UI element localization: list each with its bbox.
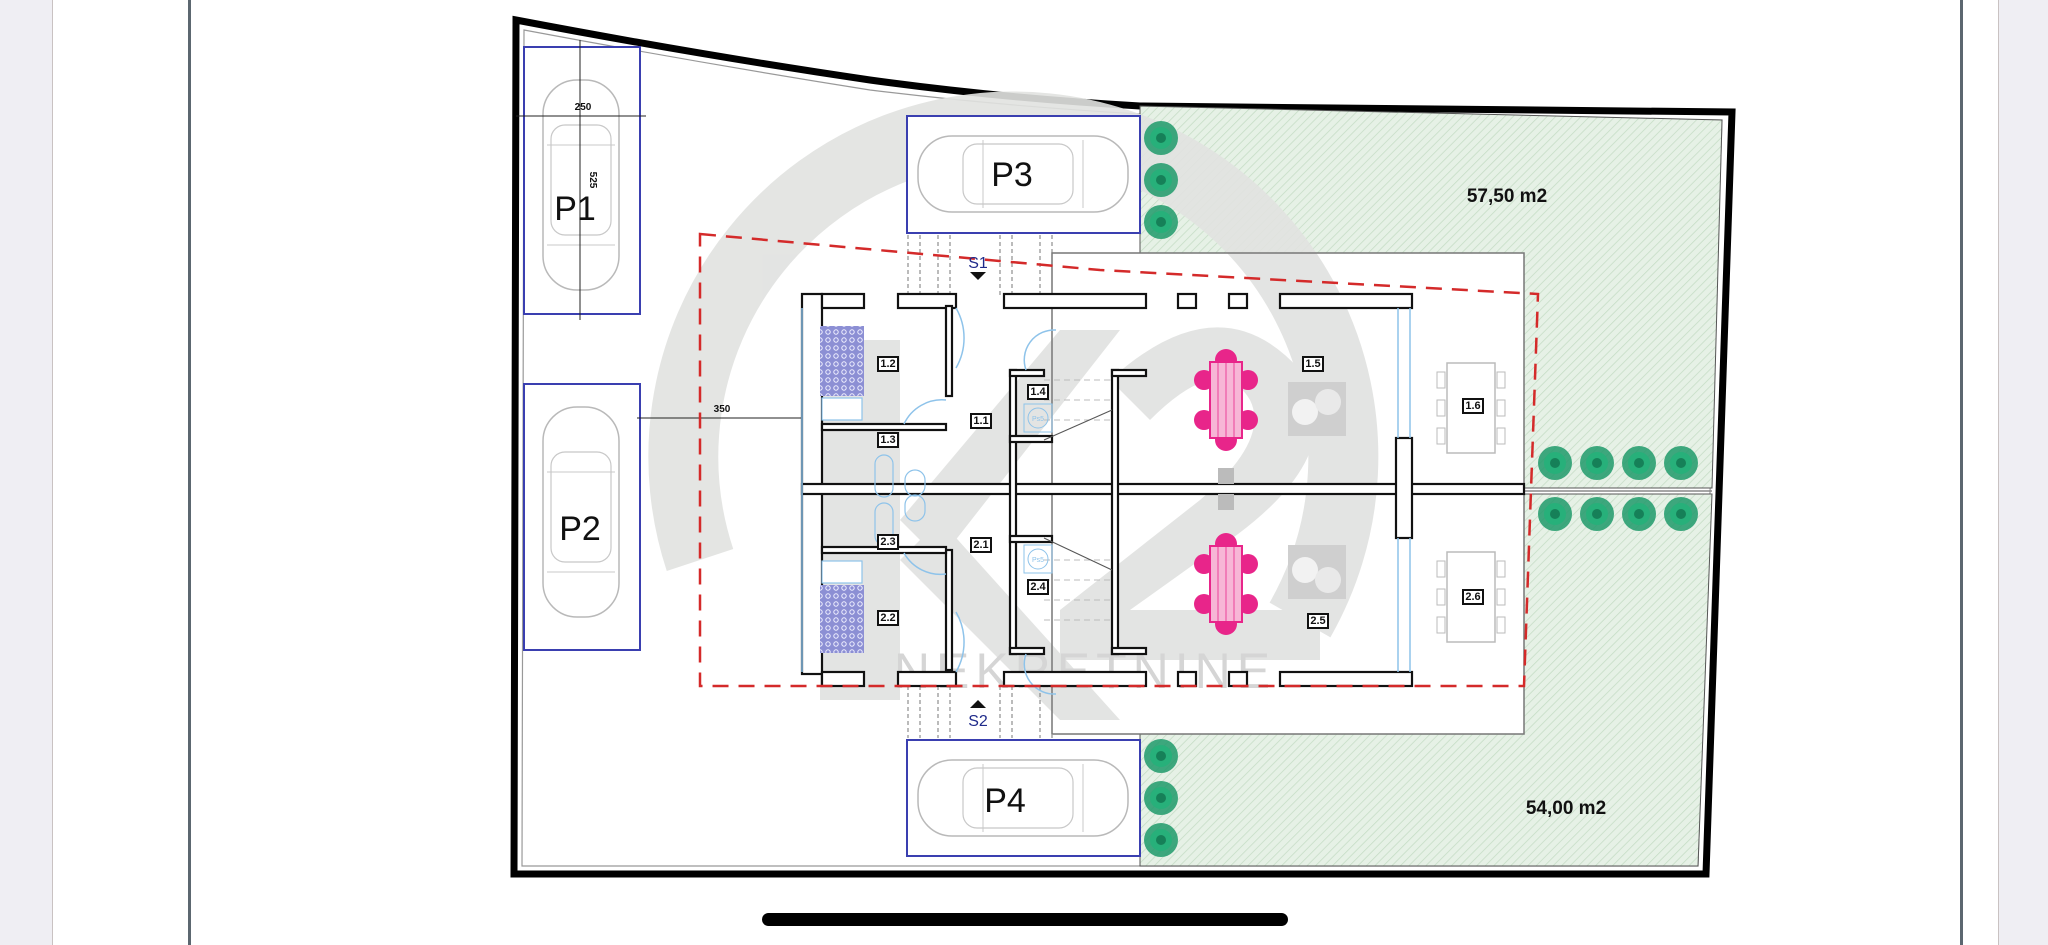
room-tag-2-5: 2.5 [1307,613,1329,629]
shaft-symbol-2: Ps5 [1023,544,1053,574]
cooktop-1 [1288,382,1346,436]
column-markers [1218,468,1234,510]
room-tag-2-6: 2.6 [1462,589,1484,605]
shaft-symbol-1: Ps5 [1023,403,1053,433]
garden-north-area-label: 57,50 m2 [1467,186,1547,207]
svg-text:2.5: 2.5 [1310,615,1325,627]
hedge-trees-north [1144,121,1178,239]
home-indicator-bar[interactable] [762,913,1288,926]
svg-text:1.1: 1.1 [973,415,988,427]
room-tag-1-1: 1.1 [970,413,992,429]
svg-text:1.4: 1.4 [1030,386,1046,398]
cooktop-2 [1288,545,1346,599]
svg-text:2.1: 2.1 [973,539,988,551]
svg-text:S2: S2 [968,713,988,730]
bed-2-2 [820,585,864,653]
section-marker-s2: S2 [968,700,988,730]
bed-1-2 [820,326,864,396]
room-tag-2-4: 2.4 [1027,579,1049,595]
svg-text:2.4: 2.4 [1030,581,1046,593]
frame-border-right [1960,0,1963,945]
garden-south-area-label: 54,00 m2 [1526,798,1606,819]
hedge-trees-south [1144,739,1178,857]
staircase [1043,379,1113,621]
room-tag-1-4: 1.4 [1027,384,1049,400]
svg-text:Ps5: Ps5 [1032,557,1044,564]
parking-p2-label: P2 [559,510,601,548]
parking-p4-label: P4 [984,782,1026,820]
section-marker-s1: S1 [968,255,988,280]
room-tag-1-2: 1.2 [877,356,899,372]
room-tag-1-5: 1.5 [1302,356,1324,372]
frame-border-left [188,0,191,945]
room-tag-1-3: 1.3 [877,432,899,448]
room-tag-2-3: 2.3 [877,534,899,550]
dimension-length-label: 525 [587,172,598,189]
svg-text:1.5: 1.5 [1305,358,1320,370]
parking-p3: P3 [906,115,1141,234]
svg-text:1.6: 1.6 [1465,400,1480,412]
svg-text:350: 350 [714,404,731,415]
room-tag-2-1: 2.1 [970,537,992,553]
parking-p4: P4 [906,739,1141,857]
room-tag-2-2: 2.2 [877,610,899,626]
setback-dimension: 350 [637,404,808,419]
glazing-lines [801,307,1411,695]
parking-p3-label: P3 [991,156,1033,194]
svg-text:S1: S1 [968,255,988,272]
svg-text:2.2: 2.2 [880,612,895,624]
svg-text:1.3: 1.3 [880,434,895,446]
svg-text:Ps5: Ps5 [1032,416,1044,423]
dimension-width-label: 250 [575,102,592,113]
parking-p1-label: P1 [554,190,596,228]
svg-text:1.2: 1.2 [880,358,895,370]
parking-p2: P2 [523,383,641,651]
room-tag-1-6: 1.6 [1462,398,1484,414]
svg-text:2.3: 2.3 [880,536,895,548]
svg-text:2.6: 2.6 [1465,591,1480,603]
parking-p1: 250 525 P1 [516,40,646,320]
